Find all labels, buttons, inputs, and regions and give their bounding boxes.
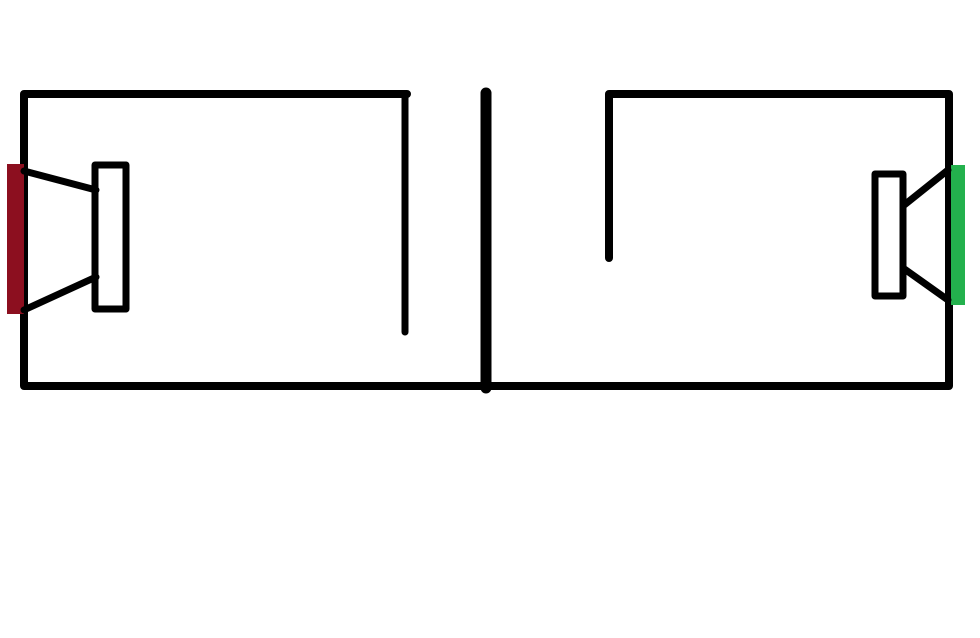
right-driver-cone-top [899, 166, 952, 210]
right-driver-cone-bottom [899, 264, 952, 304]
left-driver-cone-top [20, 167, 100, 194]
right-driver-magnet [871, 170, 907, 300]
right-enclosure-outline [484, 90, 953, 390]
left-speaker-driver [20, 161, 130, 314]
right-enclosure [484, 90, 953, 390]
right-terminal [951, 165, 965, 305]
right-speaker-driver [871, 166, 952, 304]
left-terminal [7, 164, 24, 314]
left-driver-cone-bottom [20, 273, 100, 314]
left-driver-magnet [91, 161, 130, 313]
